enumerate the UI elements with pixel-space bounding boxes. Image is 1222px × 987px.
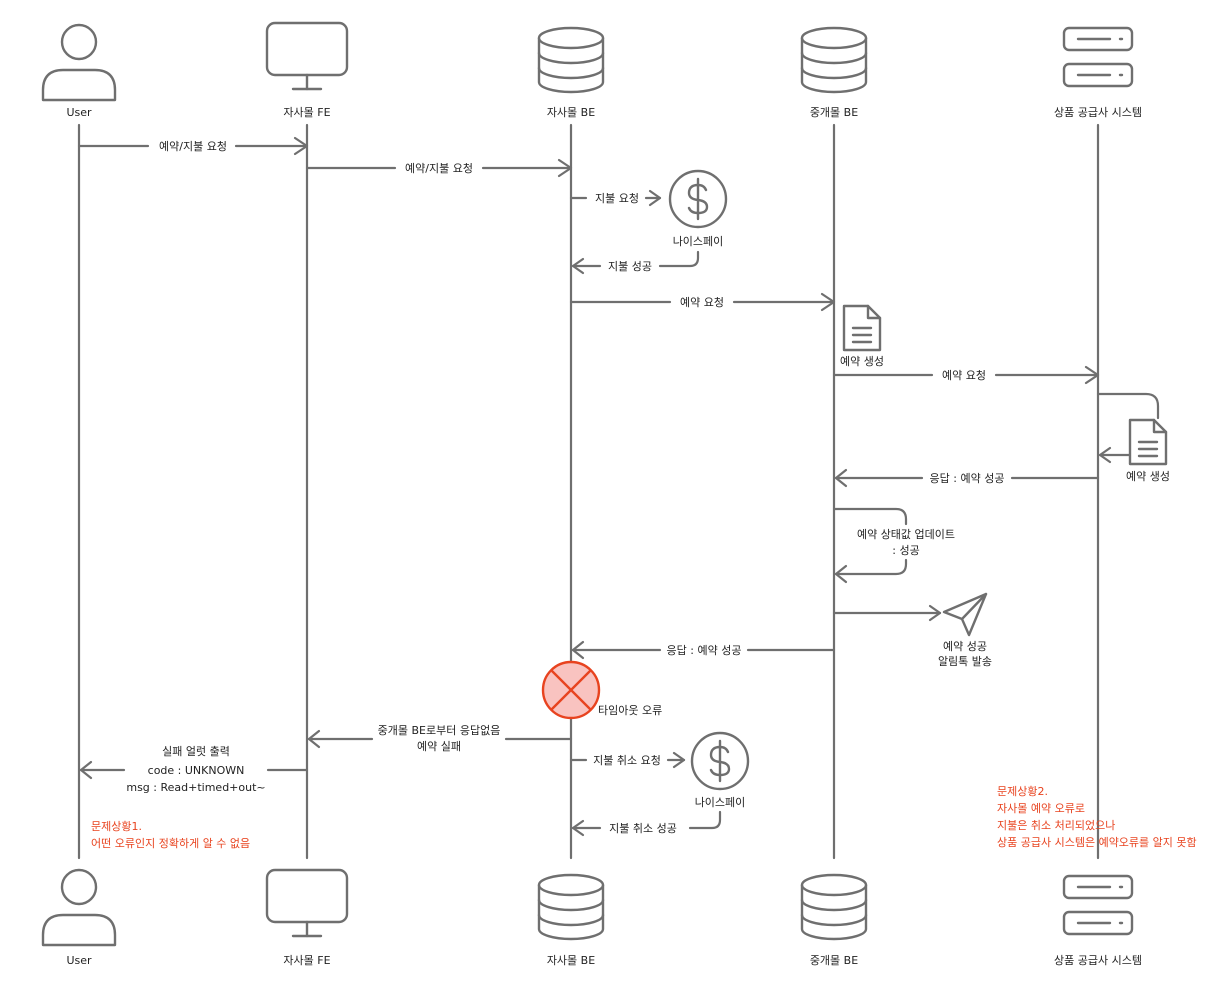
message-label: code : UNKNOWN	[148, 764, 245, 777]
actor-broker-bottom: 중개몰 BE	[800, 873, 868, 967]
message-label: 응답 : 예약 성공	[930, 471, 1005, 485]
nicepay-1: 나이스페이	[668, 169, 728, 248]
message-supplier-to-broker: 응답 : 예약 성공	[834, 468, 1100, 488]
note-line: 자사몰 예약 오류로	[997, 801, 1085, 815]
document-icon	[842, 304, 882, 352]
monitor-icon	[265, 868, 349, 938]
message-label: 예약/지불 요청	[405, 161, 473, 175]
doc-label: 예약 생성	[840, 354, 884, 368]
message-label: 예약 요청	[680, 295, 724, 309]
server-icon	[1062, 26, 1134, 88]
database-icon	[537, 26, 605, 94]
message-label: 지불 취소 성공	[609, 822, 677, 835]
problem-note-1: 문제상황1. 어떤 오류인지 정확하게 알 수 없음	[91, 820, 250, 850]
actor-user-top: User	[41, 23, 117, 119]
message-label: msg : Read+timed+out~	[126, 781, 265, 794]
message-label: : 성공	[892, 544, 919, 557]
notify-label: 알림톡 발송	[938, 654, 992, 668]
supplier-self-create: 예약 생성	[1096, 392, 1170, 483]
actor-supplier-bottom: 상품 공급사 시스템	[1054, 874, 1142, 967]
nicepay-label: 나이스페이	[695, 796, 746, 809]
message-fe-to-be: 예약/지불 요청	[305, 158, 573, 178]
actor-label-supplier: 상품 공급사 시스템	[1054, 954, 1142, 967]
database-icon	[800, 26, 868, 94]
note-line: 상품 공급사 시스템은 예약오류를 알지 못함	[997, 835, 1197, 849]
message-label: 지불 성공	[608, 260, 652, 273]
note-line: 문제상황2.	[997, 785, 1048, 798]
message-label: 예약/지불 요청	[159, 139, 227, 153]
message-be-to-fe: 중개몰 BE로부터 응답없음 예약 실패	[307, 724, 573, 753]
actor-label-broker: 중개몰 BE	[810, 954, 858, 967]
notification-send: 예약 성공 알림톡 발송	[832, 592, 992, 668]
message-label: 예약 상태값 업데이트	[857, 527, 955, 541]
message-payment-success: 지불 성공	[571, 250, 700, 275]
actor-fe-bottom: 자사몰 FE	[265, 868, 349, 967]
doc-label: 예약 생성	[1126, 469, 1170, 483]
dollar-icon	[690, 731, 750, 791]
actor-label-be: 자사몰 BE	[547, 106, 595, 119]
actor-label-broker: 중개몰 BE	[810, 106, 858, 119]
person-icon	[41, 868, 117, 947]
person-icon	[41, 23, 117, 102]
nicepay-label: 나이스페이	[673, 235, 724, 248]
actor-label-fe: 자사몰 FE	[283, 954, 330, 967]
actor-be-bottom: 자사몰 BE	[537, 873, 605, 967]
message-cancel-request: 지불 취소 요청	[569, 751, 686, 769]
actor-label-fe: 자사몰 FE	[283, 106, 330, 119]
note-line: 지불은 취소 처리되었으나	[997, 819, 1115, 832]
message-be-to-broker: 예약 요청	[569, 292, 836, 312]
actor-broker-top: 중개몰 BE	[800, 26, 868, 119]
database-icon	[800, 873, 868, 941]
message-broker-to-be: 응답 : 예약 성공	[571, 640, 836, 660]
message-cancel-success: 지불 취소 성공	[571, 810, 722, 837]
message-user-to-fe: 예약/지불 요청	[77, 136, 309, 156]
broker-self-update: 예약 상태값 업데이트 : 성공	[832, 507, 955, 584]
reservation-created-broker: 예약 생성	[840, 304, 884, 368]
message-label: 중개몰 BE로부터 응답없음	[378, 724, 501, 737]
notify-label: 예약 성공	[943, 639, 987, 653]
message-label: 예약 요청	[942, 368, 986, 382]
message-label: 지불 요청	[595, 192, 639, 205]
actor-label-be: 자사몰 BE	[547, 954, 595, 967]
actor-user-bottom: User	[41, 868, 117, 967]
note-line: 문제상황1.	[91, 820, 142, 833]
actor-supplier-top: 상품 공급사 시스템	[1054, 26, 1142, 119]
actor-label-user: User	[66, 954, 92, 967]
message-broker-to-supplier: 예약 요청	[832, 365, 1100, 385]
timeout-error: 타임아웃 오류	[541, 660, 662, 720]
message-payment-request: 지불 요청	[569, 189, 662, 207]
database-icon	[537, 873, 605, 941]
message-fe-to-user: 실패 얼럿 출력 code : UNKNOWN msg : Read+timed…	[79, 744, 309, 794]
nicepay-2: 나이스페이	[690, 731, 750, 809]
message-label: 응답 : 예약 성공	[667, 643, 742, 657]
message-label: 예약 실패	[417, 739, 461, 753]
actor-label-supplier: 상품 공급사 시스템	[1054, 106, 1142, 119]
actor-label-user: User	[66, 106, 92, 119]
lifelines	[77, 123, 1100, 860]
message-label: 지불 취소 요청	[593, 754, 661, 767]
monitor-icon	[265, 21, 349, 91]
note-line: 어떤 오류인지 정확하게 알 수 없음	[91, 836, 250, 850]
actor-be-top: 자사몰 BE	[537, 26, 605, 119]
dollar-icon	[668, 169, 728, 229]
actor-fe-top: 자사몰 FE	[265, 21, 349, 119]
error-label: 타임아웃 오류	[598, 704, 662, 717]
message-label: 실패 얼럿 출력	[162, 744, 230, 758]
problem-note-2: 문제상황2. 자사몰 예약 오류로 지불은 취소 처리되었으나 상품 공급사 시…	[997, 785, 1197, 849]
document-icon	[1128, 418, 1168, 466]
server-icon	[1062, 874, 1134, 936]
